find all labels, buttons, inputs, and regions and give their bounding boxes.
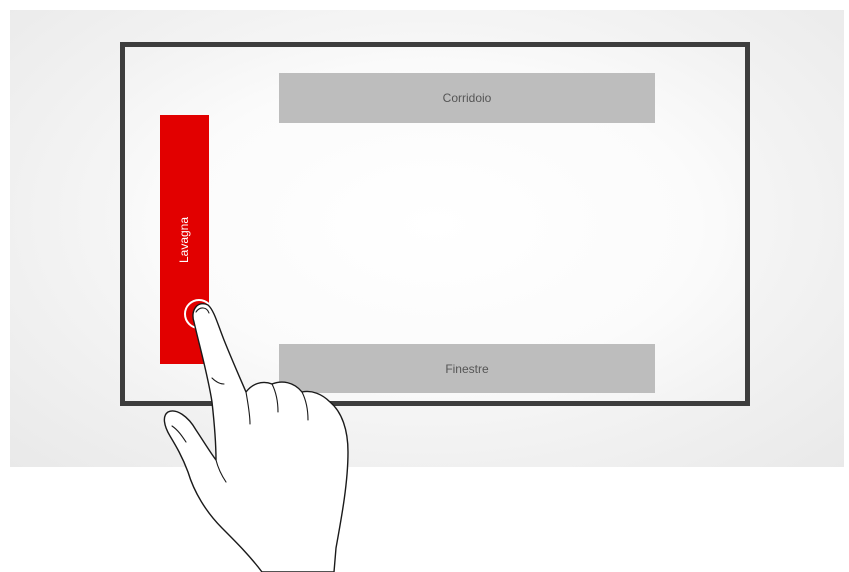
windows-zone-label: Finestre: [445, 362, 488, 376]
corridor-zone-button[interactable]: Corridoio: [279, 73, 655, 123]
windows-zone-button[interactable]: Finestre: [279, 344, 655, 393]
blackboard-zone-button[interactable]: Lavagna: [160, 115, 209, 364]
blackboard-zone-label: Lavagna: [177, 216, 191, 262]
corridor-zone-label: Corridoio: [443, 91, 492, 105]
